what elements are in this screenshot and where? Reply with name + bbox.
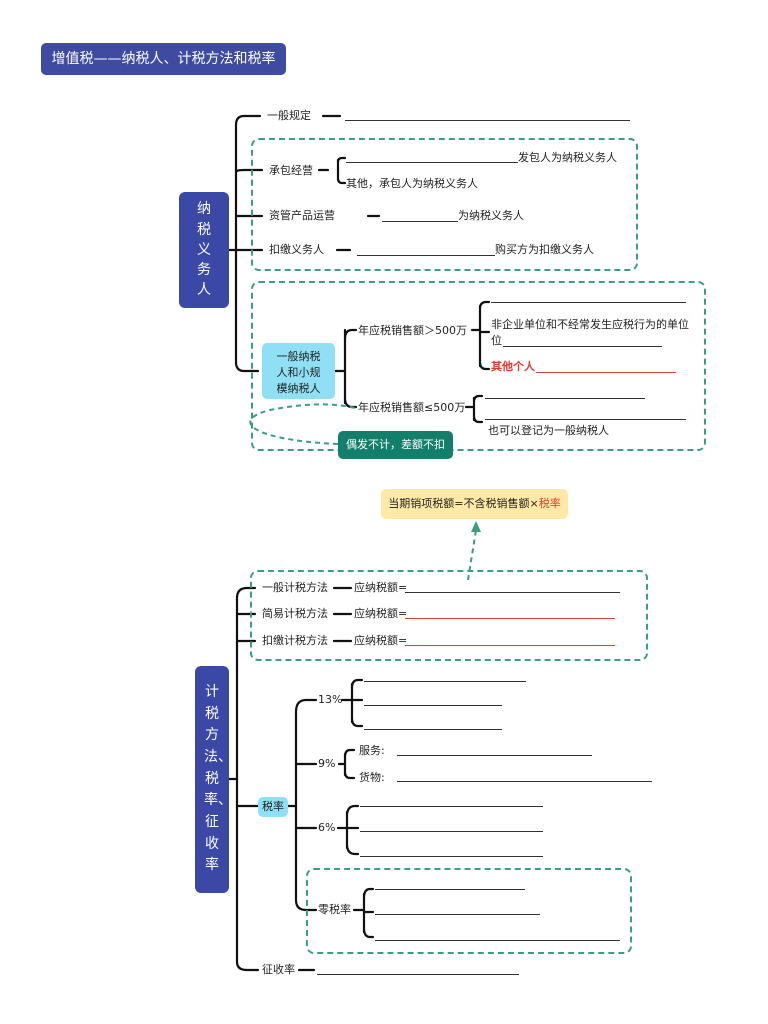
general-rule-label: 一般规定 — [267, 109, 311, 122]
rate-6-blank-1 — [360, 806, 543, 807]
contract-sub2: 其他，承包人为纳税义务人 — [346, 177, 478, 190]
zero-rate-blank-1 — [375, 889, 525, 890]
contract-sub1: 发包人为纳税义务人 — [518, 151, 617, 164]
general-method-label: 一般计税方法 — [262, 581, 328, 594]
method-group-frame — [250, 570, 648, 661]
taxpayer-root-node: 纳税义务人 — [179, 192, 229, 308]
rate-13-blank-1 — [364, 681, 526, 682]
rate-9-service-blank — [397, 755, 592, 756]
asset-blank — [382, 221, 458, 222]
under-500-blank-2 — [485, 419, 686, 420]
other-individual-label: 其他个人 — [491, 360, 535, 373]
taxpayer-type-label: 一般纳税人和小规模纳税人 — [276, 350, 321, 395]
general-method-blank — [405, 592, 620, 593]
contract-blank — [346, 162, 518, 163]
taxpayer-root-label: 纳税义务人 — [197, 201, 211, 299]
zero-rate-blank-2 — [375, 914, 540, 915]
rate-13-blank-2 — [364, 705, 502, 706]
collection-rate-blank — [317, 974, 519, 975]
can-register-label: 也可以登记为一般纳税人 — [488, 424, 609, 437]
rate-13-blank-3 — [364, 729, 502, 730]
formula-note-rate: 税率 — [538, 497, 561, 510]
withhold-suffix: 购买方为扣缴义务人 — [495, 243, 594, 256]
method-root-node: 计税方法、税率、征收率 — [195, 666, 232, 893]
rate-9-service: 服务: — [359, 744, 385, 757]
rate-node: 税率 — [258, 797, 288, 817]
over-500-label: 年应税销售额＞500万 — [358, 324, 467, 337]
under-500-label: 年应税销售额≤500万 — [358, 401, 466, 414]
asset-label: 资管产品运营 — [269, 209, 335, 222]
zero-rate-blank-3 — [375, 940, 620, 941]
method-root-label: 计税方法、税率、征收率 — [204, 683, 232, 874]
asset-suffix: 为纳税义务人 — [458, 209, 524, 222]
collection-rate-label: 征收率 — [262, 963, 295, 976]
general-rule-blank — [345, 120, 630, 121]
withhold-method-payable: 应纳税额= — [354, 634, 408, 647]
simple-method-blank — [405, 618, 615, 619]
rate-label: 税率 — [262, 800, 284, 813]
non-enterprise-wrap: 位 — [491, 334, 502, 347]
under-500-blank-1 — [485, 398, 645, 399]
other-individual-blank — [536, 372, 676, 373]
rate-6-blank-3 — [360, 856, 543, 857]
rate-9-goods-blank — [397, 781, 652, 782]
taxpayer-type-frame — [251, 281, 706, 451]
contract-group-frame — [251, 138, 638, 271]
taxpayer-type-node: 一般纳税人和小规模纳税人 — [262, 343, 335, 399]
zero-rate-label: 零税率 — [318, 903, 351, 916]
rate-13-label: 13% — [318, 693, 343, 706]
occasional-note: 偶发不计，差额不扣 — [338, 431, 453, 459]
withhold-label: 扣缴义务人 — [269, 243, 324, 256]
simple-method-payable: 应纳税额= — [354, 607, 408, 620]
rate-6-blank-2 — [360, 831, 543, 832]
formula-note: 当期销项税额=不含税销售额×税率 — [381, 489, 568, 519]
formula-note-text: 当期销项税额=不含税销售额× — [388, 497, 539, 510]
withhold-blank — [357, 255, 495, 256]
general-method-payable: 应纳税额= — [354, 581, 408, 594]
withhold-method-blank — [405, 645, 615, 646]
contract-label: 承包经营 — [269, 164, 313, 177]
over-500-blank-1 — [491, 302, 686, 303]
rate-9-goods: 货物: — [359, 771, 385, 784]
zero-rate-frame — [306, 868, 632, 954]
page-title: 增值税——纳税人、计税方法和税率 — [41, 43, 286, 75]
rate-9-label: 9% — [318, 757, 336, 770]
withhold-method-label: 扣缴计税方法 — [262, 634, 328, 647]
rate-6-label: 6% — [318, 821, 336, 834]
non-enterprise-blank — [503, 346, 662, 347]
simple-method-label: 简易计税方法 — [262, 607, 328, 620]
non-enterprise-label: 非企业单位和不经常发生应税行为的单位 — [491, 318, 689, 331]
